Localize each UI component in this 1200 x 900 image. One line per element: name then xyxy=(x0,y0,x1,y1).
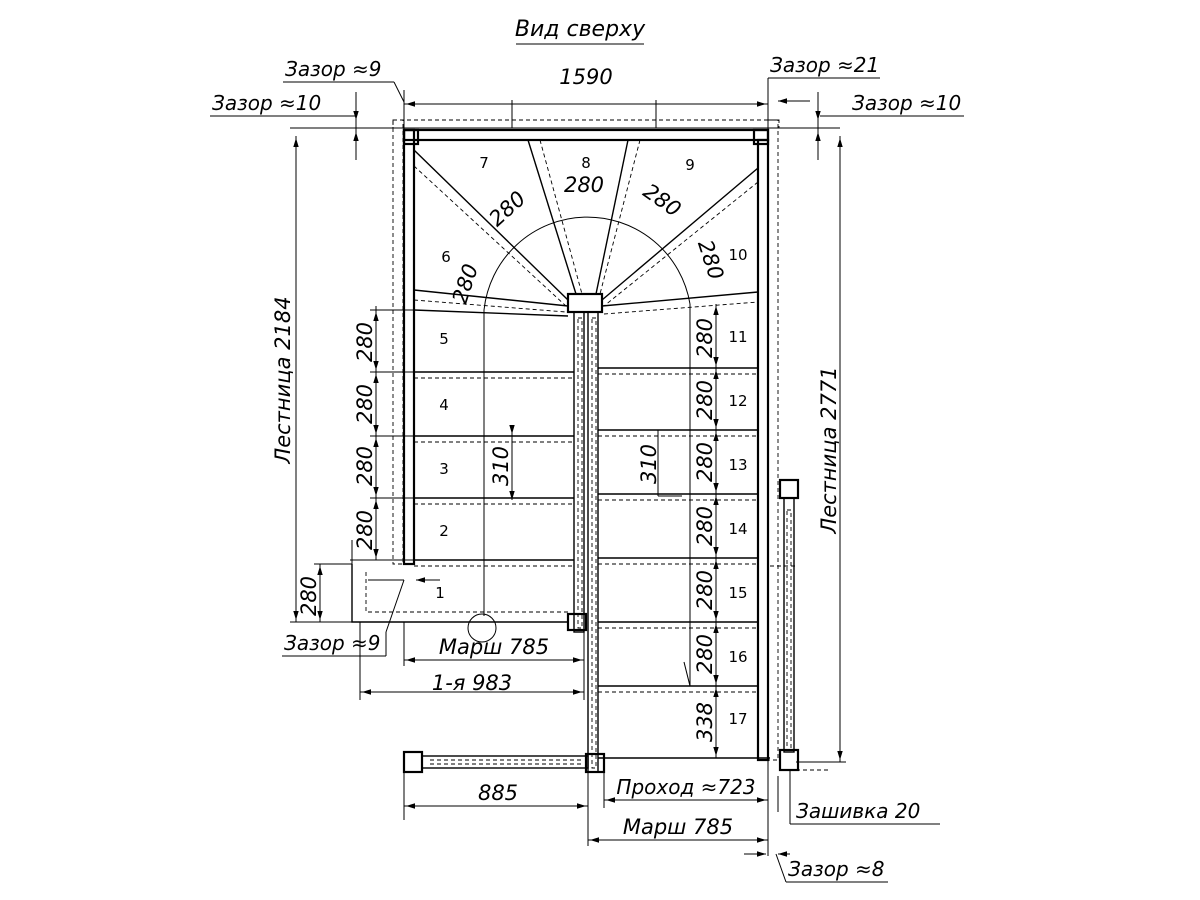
stair-2771-dim: Лестница 2771 xyxy=(817,366,841,534)
width-1590-dim: 1590 xyxy=(559,65,612,89)
newel-post-bottom xyxy=(584,752,606,774)
bottom-railing xyxy=(402,750,589,820)
step-number-15: 15 xyxy=(728,584,747,602)
winder-dim-8: 280 xyxy=(564,173,604,197)
svg-text:280: 280 xyxy=(693,570,717,610)
step-number-1: 1 xyxy=(435,584,445,602)
dim-310-right: 310 xyxy=(637,444,661,484)
step-number-5: 5 xyxy=(439,330,449,348)
corner-post-left xyxy=(402,128,420,146)
svg-text:280: 280 xyxy=(693,380,717,420)
top-beam xyxy=(402,128,770,142)
march-785-left-dim: Марш 785 xyxy=(439,635,549,659)
gap-10-left-label: Зазор ≈10 xyxy=(212,91,321,115)
central-newel-post xyxy=(566,292,604,314)
svg-text:280: 280 xyxy=(693,506,717,546)
passage-723-label: Проход ≈723 xyxy=(616,775,755,799)
stair-2184-dim: Лестница 2184 xyxy=(271,296,295,464)
view-title: Вид сверху xyxy=(515,17,646,42)
step-number-10: 10 xyxy=(728,246,747,264)
newel-post-bottom-left xyxy=(566,612,588,632)
svg-text:280: 280 xyxy=(353,510,377,550)
right-stringer xyxy=(756,138,770,762)
right-railing xyxy=(770,478,830,772)
left-step-dims xyxy=(350,306,414,561)
left-flight-treads xyxy=(351,309,574,623)
first-step-dim: 280 xyxy=(297,576,321,616)
step-number-8: 8 xyxy=(581,154,591,172)
svg-text:280: 280 xyxy=(353,322,377,362)
last-step-dim: 338 xyxy=(693,702,717,742)
step-number-14: 14 xyxy=(728,520,747,538)
step-number-6: 6 xyxy=(441,248,451,266)
svg-text:280: 280 xyxy=(693,318,717,358)
dim-885: 885 xyxy=(478,781,518,805)
left-stringer xyxy=(402,128,416,566)
step-number-2: 2 xyxy=(439,522,449,540)
start-marker-circle xyxy=(467,613,497,643)
winder-dim-6: 280 xyxy=(448,261,483,307)
gap-10-right-label: Зазор ≈10 xyxy=(852,91,961,115)
dim-310-left: 310 xyxy=(489,446,513,486)
inner-stringer-left xyxy=(573,311,585,633)
sheathing-20-label: Зашивка 20 xyxy=(796,799,920,823)
svg-text:280: 280 xyxy=(353,384,377,424)
first-983-dim: 1-я 983 xyxy=(432,671,512,695)
step-number-17: 17 xyxy=(728,710,747,728)
gap-21-label: Зазор ≈21 xyxy=(770,53,879,77)
inner-stringer-right xyxy=(587,311,599,773)
winder-dim-10: 280 xyxy=(693,237,728,283)
gap-8-label: Зазор ≈8 xyxy=(788,857,884,881)
step-number-9: 9 xyxy=(685,156,695,174)
winder-steps xyxy=(413,139,759,687)
step-number-16: 16 xyxy=(728,648,747,666)
step-number-3: 3 xyxy=(439,460,449,478)
step-number-4: 4 xyxy=(439,396,449,414)
march-785-bottom-dim: Марш 785 xyxy=(623,815,733,839)
gap-9-top-label: Зазор ≈9 xyxy=(285,57,381,81)
svg-text:280: 280 xyxy=(353,446,377,486)
right-flight-treads xyxy=(598,367,770,759)
svg-text:280: 280 xyxy=(693,442,717,482)
gap-9-bottom-label: Зазор ≈9 xyxy=(284,631,380,655)
step-number-12: 12 xyxy=(728,392,747,410)
svg-text:280: 280 xyxy=(693,634,717,674)
step-number-7: 7 xyxy=(479,154,489,172)
corner-post-right xyxy=(752,128,770,146)
step-number-13: 13 xyxy=(728,456,747,474)
step-number-11: 11 xyxy=(728,328,747,346)
winder-dim-9: 280 xyxy=(639,179,686,222)
